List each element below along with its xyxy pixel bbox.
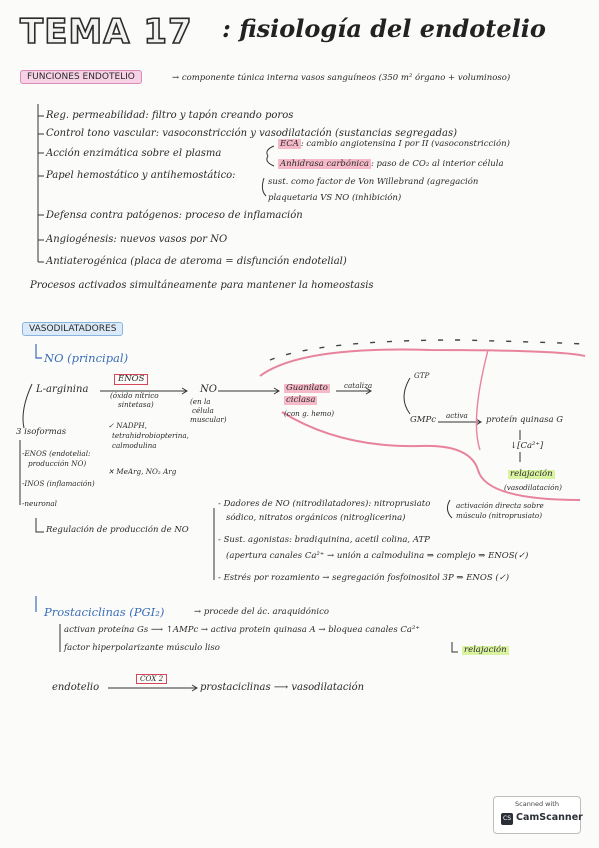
funcion-item-7: Antiaterogénica (placa de ateroma = disf… <box>46 256 347 267</box>
eca-label: ECA <box>278 139 301 149</box>
hemo-line-2: plaquetaria VS NO (inhibición) <box>268 193 402 203</box>
no-sub-3: muscular) <box>190 415 227 424</box>
eca-line: ECA: cambio angiotensina I por II (vasoc… <box>278 139 510 149</box>
vasodilatacion-label: (vasodilatación) <box>504 483 562 492</box>
no-principal-heading: NO (principal) <box>44 351 129 365</box>
sust-line-2: (apertura canales Ca²⁺ → unión a calmodu… <box>226 551 529 561</box>
funcion-item-5: Defensa contra patógenos: proceso de inf… <box>46 210 303 221</box>
funcion-item-1: Reg. permeabilidad: filtro y tapón crean… <box>46 110 294 121</box>
vasodilatadores-heading: VASODILATADORES <box>22 322 124 336</box>
eca-text: : cambio angiotensina I por II (vasocons… <box>300 139 510 149</box>
funciones-summary: Procesos activados simultáneamente para … <box>30 280 374 291</box>
activacion-2: músculo (nitroprusiato) <box>456 511 543 520</box>
title-subject: : fisiología del endotelio <box>222 14 546 43</box>
cofactor-2: tetrahidrobiopterina, <box>112 431 189 440</box>
prosta-relajacion: relajación <box>462 645 509 656</box>
calcio-label: ↓[Ca²⁺] <box>510 441 544 451</box>
funcion-item-2: Control tono vascular: vasoconstricción … <box>46 128 458 139</box>
gtp-label: GTP <box>414 371 430 380</box>
enos-sub-1: (óxido nítrico <box>110 391 159 400</box>
anhidrasa-label: Anhidrasa carbónica <box>278 159 371 169</box>
scanned-with-label: Scanned with <box>515 800 559 808</box>
cox2-label: COX 2 <box>136 674 168 684</box>
anhidrasa-line: Anhidrasa carbónica: paso de CO₂ al inte… <box>278 159 504 169</box>
inhibitors: ✕ MeArg, NO₂ Arg <box>108 467 177 476</box>
activacion-1: activación directa sobre <box>456 501 544 510</box>
prosta-line-1: activan proteína Gs ⟶ ↑AMPc → activa pro… <box>64 625 420 635</box>
cataliza-label: cataliza <box>344 381 373 390</box>
enos-label: ENOS <box>114 374 149 386</box>
dadores-line-1: - Dadores de NO (nitrodilatadores): nitr… <box>218 499 431 509</box>
isoformas-label: 3 isoformas <box>16 427 67 437</box>
cofactor-3: calmodulina <box>112 441 157 450</box>
funcion-item-6: Angiogénesis: nuevos vasos por NO <box>46 234 228 245</box>
sust-line-1: - Sust. agonistas: bradiquinina, acetil … <box>218 535 430 545</box>
guanilato-sub: (con g. hemo) <box>284 409 335 418</box>
gmpc-label: GMPc <box>410 415 436 425</box>
funciones-intro: → componente túnica interna vasos sanguí… <box>172 73 511 83</box>
prosta-line-2: factor hiperpolarizante músculo liso <box>64 643 220 653</box>
proteina-g: proteín quinasa G <box>486 415 564 425</box>
activa-label: activa <box>446 411 468 420</box>
iso-enos-2: producción NO) <box>28 459 87 468</box>
guanilato-2: ciclasa <box>284 395 318 406</box>
estres-line: - Estrés por rozamiento → segregación fo… <box>218 573 510 583</box>
no-label: NO <box>200 384 217 395</box>
funciones-heading: FUNCIONES ENDOTELIO <box>20 70 142 84</box>
no-sub-2: célula <box>192 406 214 415</box>
prostaciclinas-origin: → procede del ác. araquidónico <box>194 607 329 617</box>
cofactor-1: ✓ NADPH, <box>108 421 147 430</box>
funcion-item-3: Acción enzimática sobre el plasma <box>46 148 222 159</box>
iso-neuronal: -neuronal <box>22 499 57 508</box>
endotelio-label: endotelio <box>52 682 100 693</box>
camscanner-logo-icon: CS <box>501 813 513 825</box>
camscanner-brand: CamScanner <box>516 812 583 823</box>
hemo-line-1: sust. como factor de Von Willebrand (agr… <box>268 177 479 187</box>
iso-enos: -ENOS (endotelial: <box>22 449 91 458</box>
iso-inos: -INOS (inflamación) <box>22 479 95 488</box>
no-sub-1: (en la <box>190 397 211 406</box>
prostaciclinas-vasodilatacion: prostaciclinas ⟶ vasodilatación <box>200 682 365 693</box>
camscanner-watermark: Scanned with CS CamScanner <box>493 796 583 834</box>
l-arginina: L-arginina <box>36 384 89 395</box>
relajacion-label: relajación <box>508 469 555 480</box>
enos-sub-2: sintetasa) <box>118 400 154 409</box>
funcion-item-4: Papel hemostático y antihemostático: <box>46 170 236 181</box>
title-tema: TEMA 17 <box>19 11 193 53</box>
anhidrasa-text: : paso de CO₂ al interior célula <box>370 159 504 169</box>
prostaciclinas-heading: Prostaciclinas (PGI₂) <box>44 605 165 619</box>
regulacion-label: Regulación de producción de NO <box>46 525 189 535</box>
guanilato-1: Guanilato <box>284 383 330 394</box>
dadores-line-2: sódico, nitratos orgánicos (nitrogliceri… <box>226 513 406 523</box>
